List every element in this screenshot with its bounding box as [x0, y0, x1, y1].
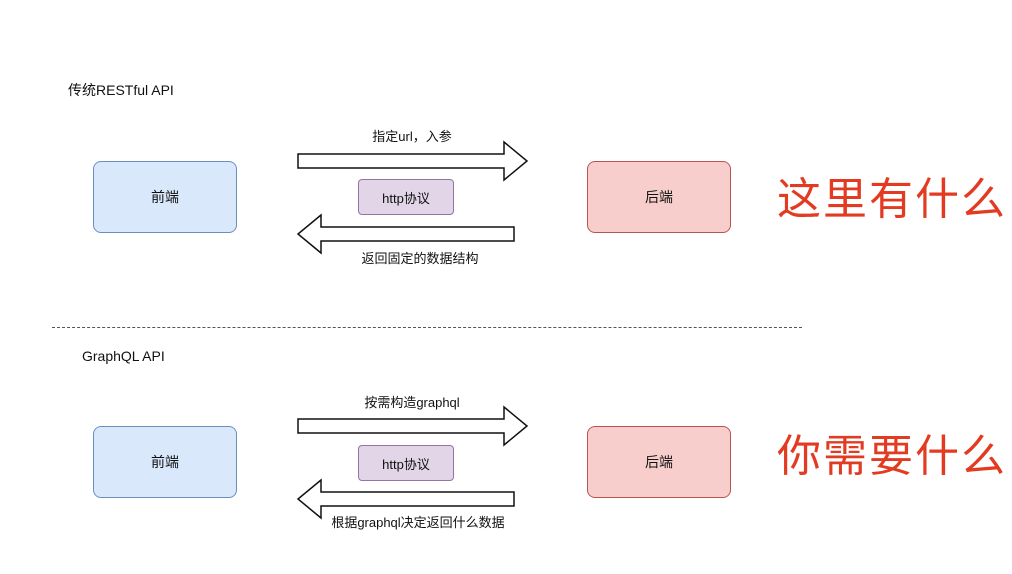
restful-protocol-label: http协议 — [382, 190, 430, 206]
graphql-protocol-label: http协议 — [382, 456, 430, 472]
graphql-backend-label: 后端 — [645, 454, 673, 470]
restful-backend-box: 后端 — [587, 161, 731, 233]
restful-response-label: 返回固定的数据结构 — [361, 251, 479, 266]
graphql-frontend-label: 前端 — [151, 454, 179, 470]
restful-response-arrow — [296, 213, 515, 255]
graphql-big-text: 你需要什么 — [777, 432, 1007, 481]
graphql-response-label: 根据graphql决定返回什么数据 — [331, 515, 505, 530]
graphql-request-arrow — [297, 405, 529, 447]
restful-frontend-box: 前端 — [93, 161, 237, 233]
graphql-request-label: 按需构造graphql — [364, 395, 460, 410]
restful-frontend-label: 前端 — [151, 189, 179, 205]
restful-big-text: 这里有什么 — [777, 175, 1007, 224]
restful-protocol-box: http协议 — [358, 179, 454, 215]
restful-request-label: 指定url，入参 — [372, 129, 452, 144]
restful-request-arrow — [297, 140, 529, 182]
restful-section-label: 传统RESTful API — [68, 82, 174, 98]
graphql-backend-box: 后端 — [587, 426, 731, 498]
restful-backend-label: 后端 — [645, 189, 673, 205]
section-divider — [52, 327, 802, 328]
graphql-frontend-box: 前端 — [93, 426, 237, 498]
graphql-section-label: GraphQL API — [82, 348, 165, 364]
graphql-protocol-box: http协议 — [358, 445, 454, 481]
graphql-response-arrow — [296, 478, 515, 520]
